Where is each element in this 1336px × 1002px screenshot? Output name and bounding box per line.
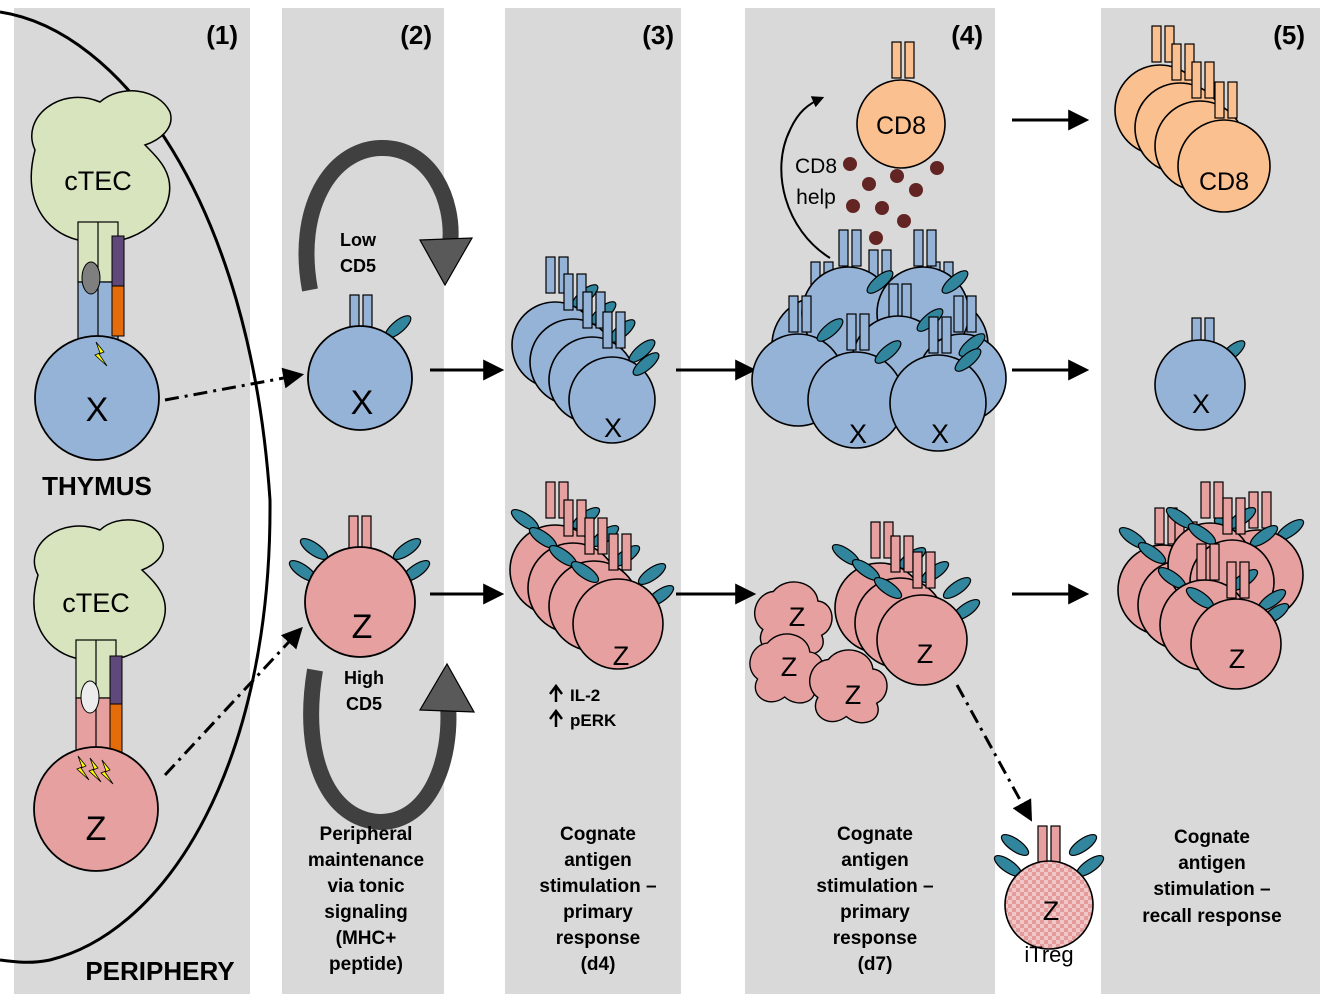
high-cd5-label-line2: CD5 (346, 694, 382, 714)
svg-text:response: response (833, 928, 917, 949)
panel-4-background (745, 8, 995, 994)
panel-1-number: (1) (206, 20, 238, 50)
cytokine-dots (843, 157, 944, 245)
mhc-tcr-complex-lower (75, 639, 123, 757)
svg-text:Peripheral: Peripheral (320, 824, 413, 845)
svg-text:Cognate: Cognate (1174, 827, 1250, 848)
z-stack-d7: Z (828, 521, 984, 686)
z-memory-stack: Z (1115, 481, 1308, 690)
panel-3-number: (3) (642, 20, 674, 50)
z-stack-d4-label: Z (613, 641, 630, 671)
thymus-label: THYMUS (42, 471, 152, 501)
svg-text:antigen: antigen (564, 850, 632, 871)
x-cluster-d7-label-1: X (849, 419, 867, 449)
panel-4-number: (4) (951, 20, 983, 50)
x-stack-d4-label: X (604, 413, 622, 443)
cd8-help-arrow (780, 96, 831, 259)
il2-up-arrow-icon (549, 683, 563, 702)
low-cd5-cycle-arrow (298, 140, 474, 292)
svg-text:stimulation –: stimulation – (539, 876, 656, 897)
ctec-lower: cTEC (33, 519, 167, 662)
itreg-label: iTreg (1024, 942, 1073, 967)
ctec-lower-label: cTEC (62, 588, 130, 618)
il2-label: IL-2 (570, 686, 600, 705)
export-arrow-z (163, 626, 303, 777)
panel-2-caption: Peripheral maintenance via tonic signali… (308, 824, 424, 975)
svg-text:Cognate: Cognate (560, 824, 636, 845)
periphery-label: PERIPHERY (85, 956, 234, 986)
high-cd5-label-line1: High (344, 668, 384, 688)
perk-marker: pERK (549, 708, 617, 730)
svg-text:via tonic: via tonic (327, 876, 405, 897)
x-memory-cell: X (1154, 317, 1249, 431)
cd8-cell-d7: CD8 (856, 41, 946, 169)
itreg-conversion-arrow (955, 684, 1033, 822)
svg-text:antigen: antigen (1178, 853, 1246, 874)
z-memory-label: Z (1229, 644, 1246, 674)
svg-text:(d7): (d7) (858, 954, 893, 975)
thymus-cell-x (34, 335, 160, 461)
il2-marker: IL-2 (549, 683, 600, 705)
svg-text:recall response: recall response (1142, 906, 1281, 927)
svg-text:peptide): peptide) (329, 954, 403, 975)
strong-signal-lightning-icons (76, 755, 114, 785)
x-cluster-d7-label-2: X (931, 419, 949, 449)
cd8-help-label-line1: CD8 (795, 155, 837, 178)
mhc-tcr-complex-upper (77, 221, 125, 345)
high-cd5-cycle-arrow (303, 662, 476, 831)
svg-text:stimulation –: stimulation – (1153, 879, 1270, 900)
z-stack-d7-label: Z (917, 639, 934, 669)
signal-lightning-icon (94, 341, 108, 367)
periphery-cell-z: Z (285, 515, 434, 658)
svg-text:(MHC+: (MHC+ (336, 928, 397, 949)
periphery-cell-z-label: Z (352, 608, 373, 646)
cd8-memory-label: CD8 (1199, 168, 1249, 196)
periphery-cell-x-label: X (351, 384, 374, 422)
svg-text:Cognate: Cognate (837, 824, 913, 845)
ctec-upper-label: cTEC (64, 166, 132, 196)
apoptotic-z-label-2: Z (781, 652, 798, 682)
thymus-cell-z-label: Z (86, 810, 107, 848)
expanded-z-stack-d4: Z (507, 481, 678, 671)
svg-text:response: response (556, 928, 640, 949)
panel-5-number: (5) (1273, 20, 1305, 50)
low-cd5-label-line2: CD5 (340, 256, 376, 276)
panel-2-number: (2) (400, 20, 432, 50)
export-arrow-x (164, 367, 305, 402)
cd8-memory-stack: CD8 (1114, 25, 1271, 213)
svg-text:signaling: signaling (324, 902, 407, 923)
itreg-cell: Z iTreg (990, 825, 1108, 967)
apoptotic-z-label-1: Z (789, 602, 806, 632)
expanded-x-cluster-d7: X X (751, 229, 1007, 452)
svg-text:(d4): (d4) (581, 954, 616, 975)
cd8-help-label-line2: help (796, 186, 836, 209)
panel-5-caption: Cognate antigen stimulation – recall res… (1142, 827, 1281, 927)
itreg-cell-label: Z (1043, 896, 1060, 926)
low-cd5-label-line1: Low (340, 230, 377, 250)
svg-text:primary: primary (563, 902, 633, 923)
thymus-cell-z (33, 746, 159, 872)
panel-3-background (505, 8, 681, 994)
panel-4-caption: Cognate antigen stimulation – primary re… (816, 824, 933, 975)
x-memory-label: X (1192, 389, 1210, 419)
svg-text:primary: primary (840, 902, 910, 923)
expanded-x-stack-d4: X (511, 256, 663, 444)
panel-2-background (282, 8, 444, 994)
apoptotic-z-label-3: Z (845, 680, 862, 710)
svg-text:antigen: antigen (841, 850, 909, 871)
perk-label: pERK (570, 711, 617, 730)
svg-text:maintenance: maintenance (308, 850, 424, 871)
cd8-cell-d7-label: CD8 (876, 112, 926, 140)
svg-text:stimulation –: stimulation – (816, 876, 933, 897)
ctec-upper: cTEC (30, 90, 172, 244)
apoptotic-z-cells: Z Z Z (749, 581, 888, 724)
periphery-cell-x: X (307, 294, 415, 431)
perk-up-arrow-icon (549, 708, 563, 727)
thymus-cell-x-label: X (86, 391, 109, 429)
panel-3-caption: Cognate antigen stimulation – primary re… (539, 824, 656, 975)
